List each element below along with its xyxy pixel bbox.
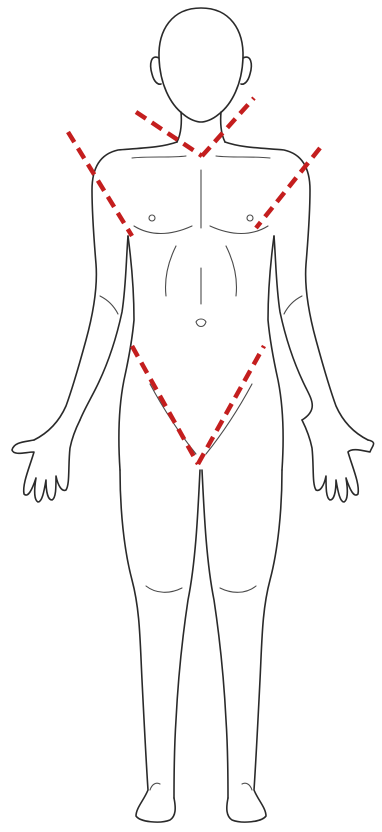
rib-left xyxy=(165,246,176,296)
left-clavicle xyxy=(132,156,186,158)
left-leg-inner xyxy=(174,470,200,798)
marker-groin-v-left xyxy=(132,346,198,464)
right-hand xyxy=(302,420,374,502)
left-elbow-crease xyxy=(100,296,118,314)
body-outline xyxy=(12,8,374,822)
navel xyxy=(196,319,206,327)
left-knee xyxy=(146,586,182,592)
right-elbow-crease xyxy=(284,296,302,314)
marker-left-shoulder-diagonal xyxy=(68,132,132,236)
right-leg-inner xyxy=(202,470,228,798)
right-knee xyxy=(220,586,256,592)
right-nipple xyxy=(247,215,253,221)
left-nipple xyxy=(149,215,155,221)
left-torso-arm xyxy=(34,142,177,440)
left-leg-outer xyxy=(120,470,175,822)
marker-neck-v-left xyxy=(136,112,202,156)
left-inner-arm xyxy=(80,236,128,420)
marker-groin-v-right xyxy=(198,346,264,464)
right-torso-arm xyxy=(225,142,368,440)
right-hip-crease xyxy=(206,384,252,454)
right-ankle xyxy=(242,783,252,790)
right-clavicle xyxy=(216,156,270,158)
left-ankle xyxy=(150,783,160,790)
left-pectoral xyxy=(134,226,192,234)
rib-right xyxy=(226,246,237,296)
right-leg-outer xyxy=(227,470,282,822)
head xyxy=(159,8,243,122)
